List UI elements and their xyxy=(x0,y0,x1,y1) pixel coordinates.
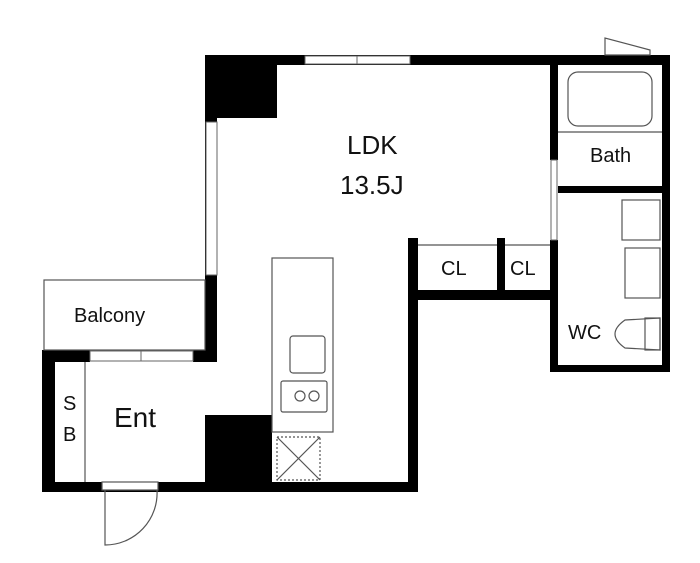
ldk-label: LDK xyxy=(347,130,398,160)
entrance-label: Ent xyxy=(114,402,157,433)
wc-label: WC xyxy=(568,322,602,344)
closet-label-1: CL xyxy=(441,258,467,280)
walls xyxy=(42,55,670,492)
shoe-box-label-b: B xyxy=(63,424,77,446)
vent xyxy=(604,37,651,56)
kitchen-sink xyxy=(289,335,326,374)
bathtub xyxy=(567,71,653,127)
structural-column-top xyxy=(205,55,277,118)
kitchen-counter xyxy=(271,257,334,433)
bath-label: Bath xyxy=(590,145,632,167)
balcony-outline xyxy=(43,279,206,351)
stove xyxy=(280,380,328,413)
structural-column-bottom xyxy=(205,415,272,485)
washer-space xyxy=(621,199,661,241)
toilet xyxy=(614,317,661,351)
entrance-door-frame xyxy=(101,481,159,491)
fridge-space xyxy=(276,436,321,481)
bath-door xyxy=(550,159,558,241)
wash-basin xyxy=(624,247,661,299)
balcony-label: Balcony xyxy=(74,305,146,327)
closet-label-2: CL xyxy=(510,258,536,280)
entrance-door-swing xyxy=(104,489,158,546)
shoe-box-label-s: S xyxy=(63,393,77,415)
ldk-size: 13.5J xyxy=(340,170,404,200)
window-left xyxy=(205,121,218,276)
